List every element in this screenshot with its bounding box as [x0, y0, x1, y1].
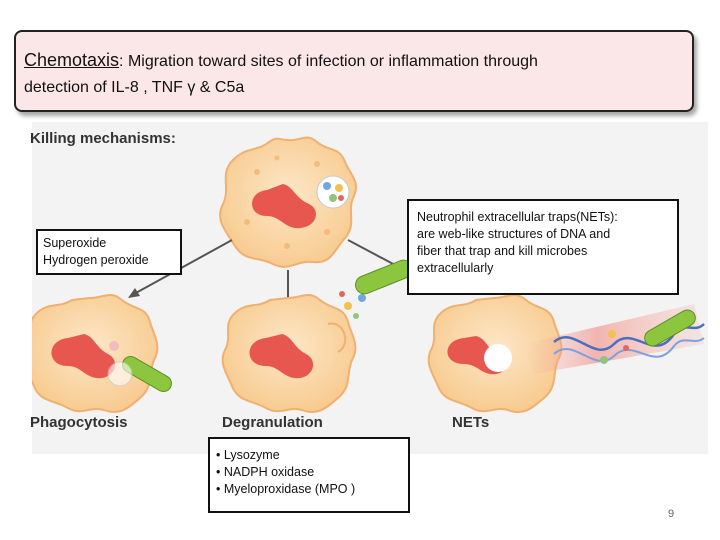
- neutrophil-top: [219, 136, 357, 268]
- title-line-1-rest: : Migration toward sites of infection or…: [119, 53, 538, 70]
- callout-degranulation-enzymes: • Lysozyme • NADPH oxidase • Myeloproxid…: [208, 437, 410, 513]
- figure-illustration: [32, 136, 705, 414]
- callout-bottom-line: • Myeloproxidase (MPO ): [216, 482, 356, 496]
- page-number: 9: [668, 508, 675, 520]
- callout-right-line: Neutrophil extracellular traps(NETs):: [417, 210, 618, 224]
- title-line-2: detection of IL-8 , TNF γ & C5a: [24, 79, 245, 96]
- title-box: Chemotaxis: Migration toward sites of in…: [14, 30, 694, 112]
- neutrophil-phagocytosis: [32, 293, 172, 414]
- label-phagocytosis: Phagocytosis: [30, 414, 128, 431]
- callout-reactive-oxygen: Superoxide Hydrogen peroxide: [36, 229, 182, 275]
- callout-right-line: extracellularly: [417, 261, 494, 275]
- callout-left-line: Superoxide: [43, 236, 107, 250]
- callout-left-line: Hydrogen peroxide: [43, 253, 149, 267]
- figure-heading: Killing mechanisms:: [30, 130, 176, 147]
- callout-bottom-line: • Lysozyme: [216, 448, 280, 462]
- label-nets: NETs: [452, 414, 490, 431]
- callout-bottom-line: • NADPH oxidase: [216, 465, 315, 479]
- label-degranulation: Degranulation: [222, 414, 323, 431]
- title-term: Chemotaxis: [24, 50, 120, 70]
- callout-nets-definition: Neutrophil extracellular traps(NETs): ar…: [407, 199, 679, 295]
- neutrophil-degranulation: [221, 259, 413, 414]
- callout-right-line: are web-like structures of DNA and: [417, 227, 611, 241]
- title-line-1: Chemotaxis: Migration toward sites of in…: [24, 50, 538, 71]
- callout-right-line: fiber that trap and kill microbes: [417, 244, 588, 258]
- neutrophil-nets: [427, 293, 705, 414]
